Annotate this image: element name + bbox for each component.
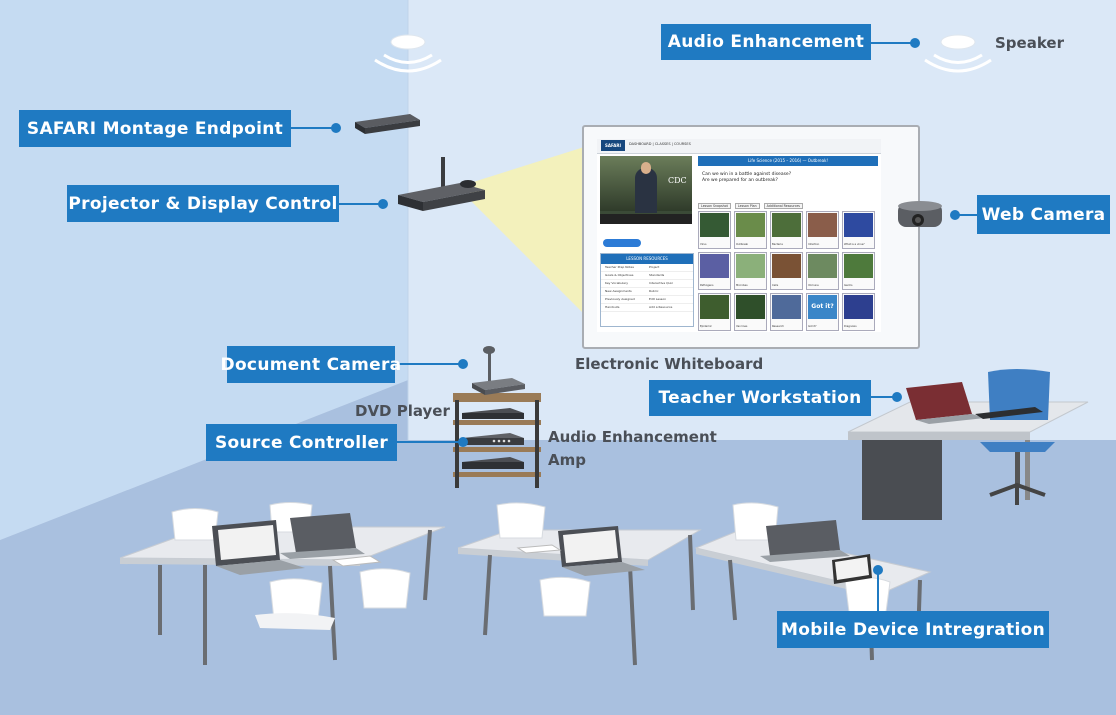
- web-camera-label: Web Camera: [977, 195, 1110, 234]
- screen-tabs: Lesson Snapshot Lesson Plan Additional R…: [698, 203, 803, 209]
- screen-question-2: Are we prepared for an outbreak?: [702, 178, 778, 183]
- screen-tab: Lesson Plan: [734, 203, 760, 209]
- projector-beam: [470, 142, 600, 330]
- screen-tab: Additional Resources: [763, 203, 803, 209]
- screen-thumb: Epidemic: [698, 293, 731, 331]
- speaker-label: Speaker: [995, 34, 1064, 52]
- screen-logo: SAFARI MONTAGE: [601, 140, 625, 159]
- endpoint-device-icon: [355, 114, 420, 134]
- speaker-left-icon: [374, 34, 442, 73]
- screen-thumb: Outbreak: [734, 211, 767, 249]
- screen-thumb: Research: [770, 293, 803, 331]
- screen-video: CDC: [600, 156, 692, 224]
- electronic-whiteboard-label: Electronic Whiteboard: [575, 355, 764, 373]
- screen-thumb: Pathogens: [698, 252, 731, 290]
- screen-question-1: Can we win in a battle against disease?: [702, 172, 792, 177]
- screen-thumb: Diagnosis: [842, 293, 875, 331]
- screen-nav: DASHBOARD | CLASSES | COURSES: [629, 142, 691, 146]
- audio-enhancement-label: Audio Enhancement: [661, 24, 871, 60]
- projector-control-label: Projector & Display Control: [67, 185, 339, 222]
- screen-thumb: Got it?Got it?: [806, 293, 839, 331]
- web-camera-icon: [898, 201, 942, 227]
- screen-thumb: Bacteria: [770, 211, 803, 249]
- screen-thumb: Vaccines: [734, 293, 767, 331]
- screen-thumb: What is a virus?: [842, 211, 875, 249]
- audio-amp-label-line2: Amp: [548, 451, 586, 469]
- screen-questions: Can we win in a battle against disease? …: [702, 172, 791, 184]
- screen-thumb: Virus: [698, 211, 731, 249]
- screen-topbar: SAFARI MONTAGE DASHBOARD | CLASSES | COU…: [597, 139, 881, 159]
- screen-video-caption: CDC: [668, 176, 687, 185]
- screen-resources-title: LESSON RESOURCES: [601, 254, 693, 264]
- dvd-player-label: DVD Player: [355, 402, 450, 420]
- audio-amp-label-line1: Audio Enhancement: [548, 428, 717, 446]
- mobile-device-label: Mobile Device Intregration: [777, 611, 1049, 648]
- screen-thumb: Germs: [842, 252, 875, 290]
- whiteboard-screen: SAFARI MONTAGE DASHBOARD | CLASSES | COU…: [597, 139, 881, 332]
- document-camera-label: Document Camera: [221, 346, 401, 383]
- screen-thumb: Cells: [770, 252, 803, 290]
- projector-icon: [398, 157, 485, 211]
- screen-thumb: Infection: [806, 211, 839, 249]
- safari-endpoint-label: SAFARI Montage Endpoint: [19, 110, 291, 147]
- av-cart: [453, 346, 541, 488]
- screen-thumb: Microbes: [734, 252, 767, 290]
- teacher-workstation-label: Teacher Workstation: [649, 380, 871, 416]
- audio-amp-label: Audio Enhancement Amp: [548, 426, 717, 472]
- teacher-desk: [847, 369, 1089, 520]
- screen-badge: [603, 239, 641, 247]
- screen-thumb: Immune: [806, 252, 839, 290]
- source-controller-label: Source Controller: [206, 424, 397, 461]
- screen-course-header: Life Science (2015 – 2016) — Outbreak!: [698, 156, 878, 166]
- screen-thumb-grid: Virus Outbreak Bacteria Infection What i…: [698, 211, 878, 331]
- screen-tab: Lesson Snapshot: [698, 203, 731, 209]
- speaker-right-icon: [924, 34, 992, 73]
- connector-lines: [290, 38, 977, 612]
